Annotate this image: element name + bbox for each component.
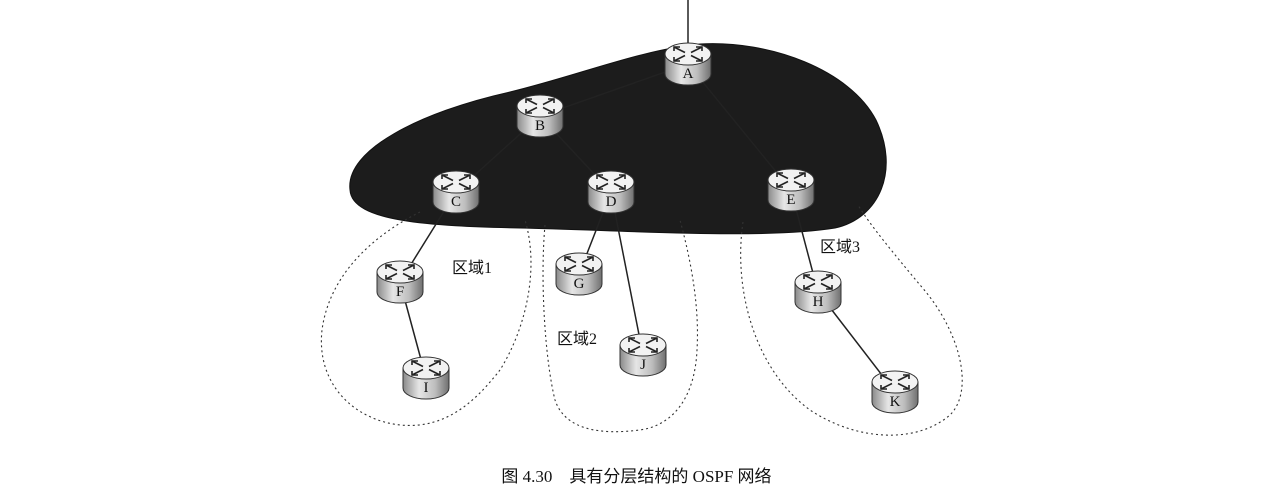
router-E: E xyxy=(767,168,815,212)
router-top xyxy=(376,260,424,284)
router-top xyxy=(516,94,564,118)
router-top xyxy=(432,170,480,194)
router-arrows-icon xyxy=(803,274,833,290)
router-B: B xyxy=(516,94,564,138)
area-2-boundary xyxy=(542,219,698,433)
area-1-label: 区域1 xyxy=(452,260,493,277)
router-arrows-icon xyxy=(385,264,415,280)
router-G: G xyxy=(555,252,603,296)
router-J: J xyxy=(619,333,667,377)
router-label: B xyxy=(535,118,545,134)
router-arrows-icon xyxy=(564,256,594,272)
router-C: C xyxy=(432,170,480,214)
router-label: F xyxy=(396,284,404,300)
router-label: C xyxy=(451,194,461,210)
router-F: F xyxy=(376,260,424,304)
router-label: A xyxy=(683,66,694,82)
router-label: H xyxy=(813,294,824,310)
router-top xyxy=(555,252,603,276)
link-A-E xyxy=(687,63,792,191)
router-top xyxy=(402,356,450,380)
router-arrows-icon xyxy=(441,174,471,190)
link-D-J xyxy=(610,191,644,356)
router-H: H xyxy=(794,270,842,314)
router-arrows-icon xyxy=(525,98,555,114)
router-label: E xyxy=(786,192,795,208)
router-top xyxy=(587,170,635,194)
router-D: D xyxy=(587,170,635,214)
router-A: A xyxy=(664,42,712,86)
router-arrows-icon xyxy=(880,374,910,390)
area-3-boundary xyxy=(740,204,963,436)
router-label: I xyxy=(424,380,429,396)
area-1-boundary xyxy=(320,211,532,426)
router-K: K xyxy=(871,370,919,414)
link-A-B xyxy=(539,63,689,117)
routers-layer: A B C D E F G H I J K xyxy=(376,42,919,414)
router-arrows-icon xyxy=(411,360,441,376)
router-arrows-icon xyxy=(776,172,806,188)
figure-caption: 图 4.30 具有分层结构的 OSPF 网络 xyxy=(501,467,772,486)
router-top xyxy=(664,42,712,66)
router-top xyxy=(767,168,815,192)
router-top xyxy=(871,370,919,394)
area-2-label: 区域2 xyxy=(557,331,598,348)
area-3-label: 区域3 xyxy=(820,239,861,256)
router-top xyxy=(619,333,667,357)
router-label: G xyxy=(574,276,585,292)
router-label: K xyxy=(890,394,901,410)
router-I: I xyxy=(402,356,450,400)
backbone-area xyxy=(349,43,887,235)
router-top xyxy=(794,270,842,294)
router-arrows-icon xyxy=(628,337,658,353)
router-label: D xyxy=(606,194,617,210)
router-arrows-icon xyxy=(673,46,703,62)
router-label: J xyxy=(640,357,646,373)
router-arrows-icon xyxy=(596,174,626,190)
